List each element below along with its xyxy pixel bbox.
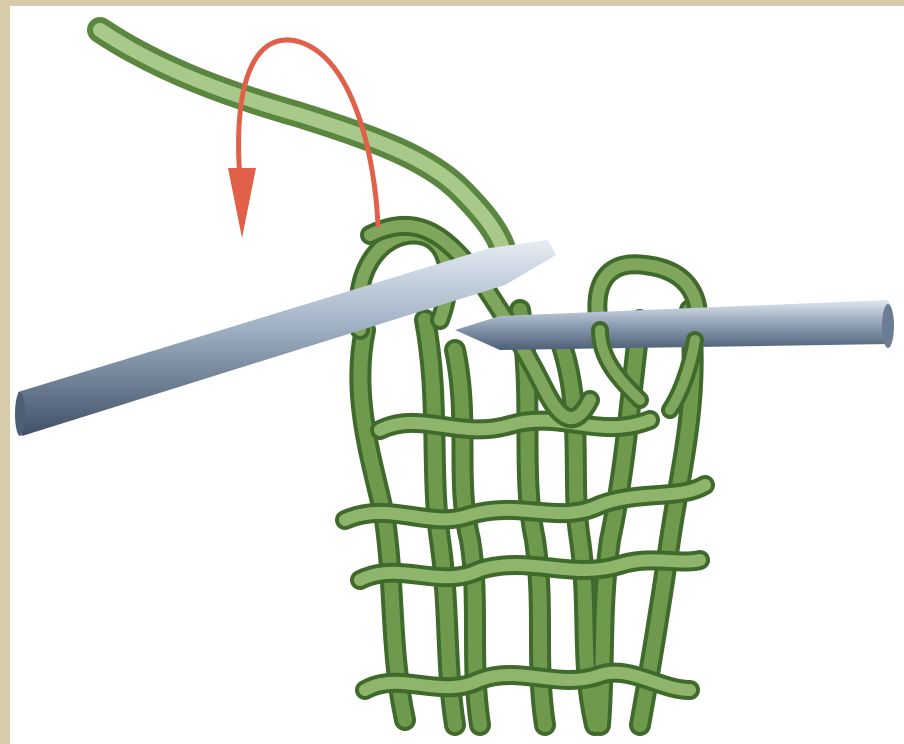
working-yarn [100,30,505,255]
illustration-canvas [10,6,904,744]
knitting-diagram [10,6,904,744]
